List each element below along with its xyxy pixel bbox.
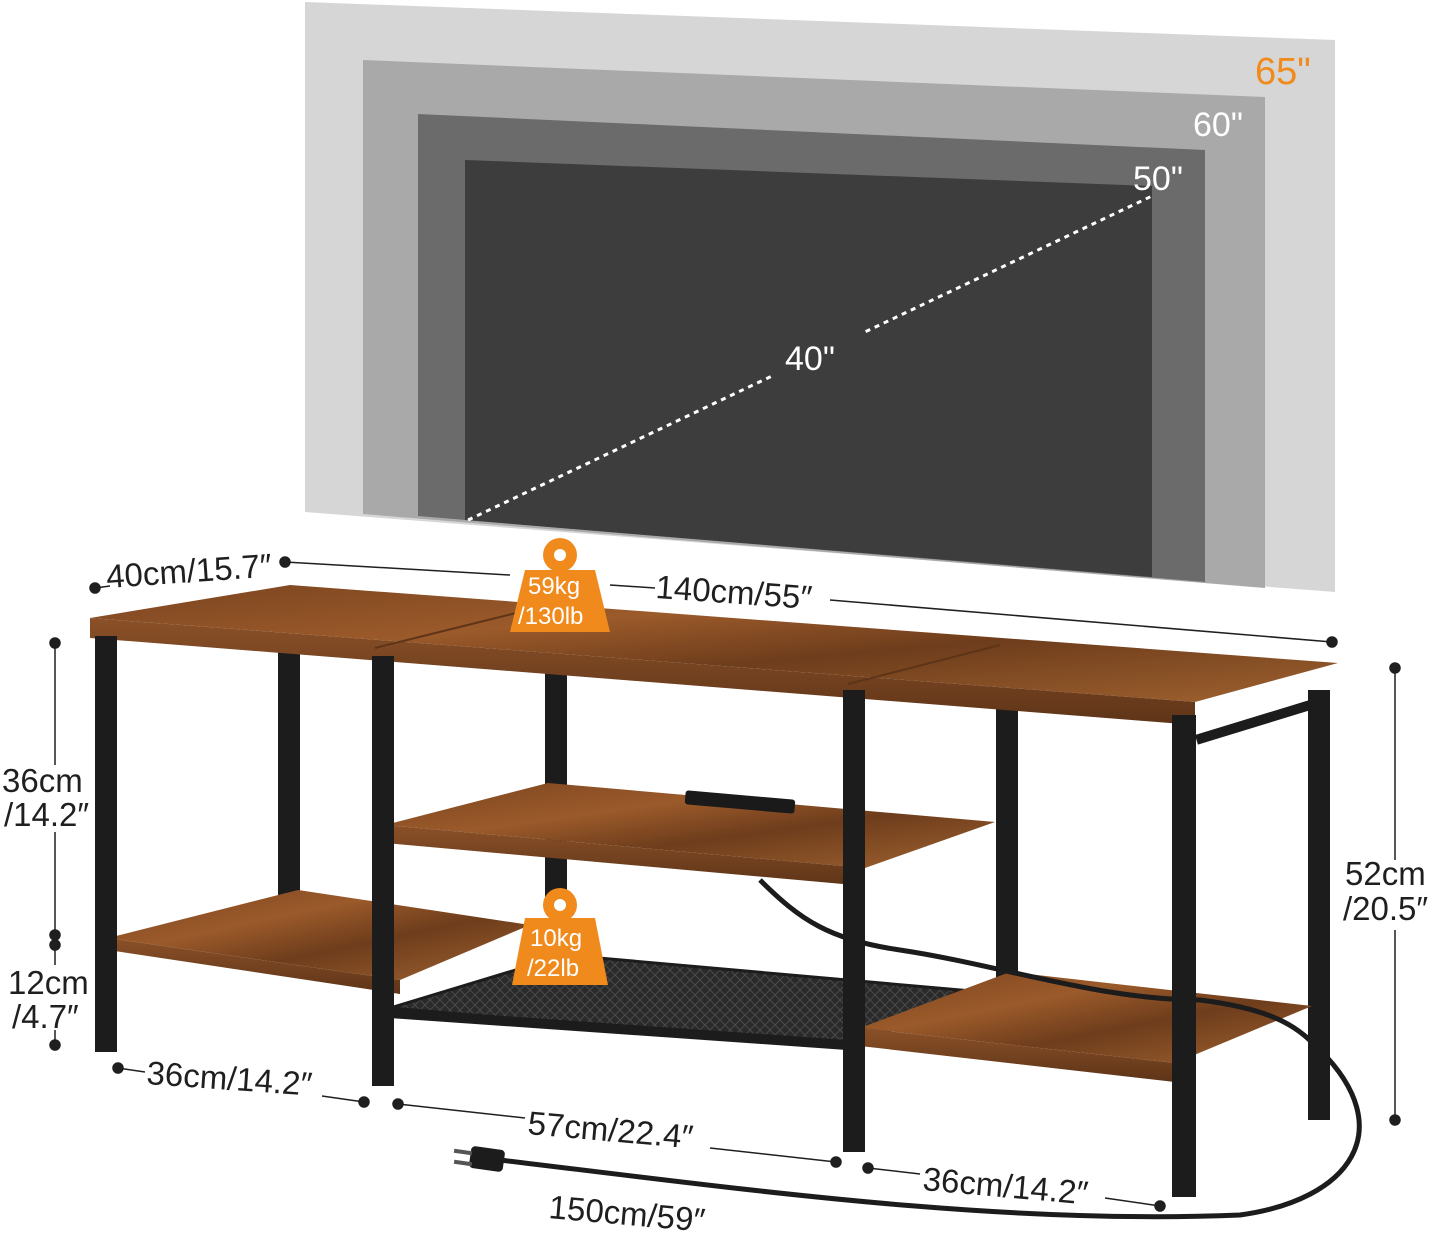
upper-height-in: /14.2″ [4,796,89,833]
lower-height-in: /4.7″ [12,998,79,1035]
top-weight-lb: /130lb [518,603,583,630]
total-height-in: /20.5″ [1343,890,1428,927]
power-strip [684,790,796,814]
power-cable [499,878,1362,1220]
back-leg [278,650,300,898]
front-leg [1172,715,1196,1197]
tv-size-50: 50" [1133,160,1183,198]
tv-stand [90,585,1362,1220]
tv-size-40: 40" [785,340,835,378]
weight-icon [510,538,610,632]
left-bottom-shelf-edge [108,938,400,994]
power-plug-icon [453,1146,505,1172]
top-panel-edge [90,618,1195,725]
left-width-label: 36cm/14.2″ [146,1054,314,1102]
top-panel [90,585,1338,702]
total-height-cm: 52cm [1345,855,1426,892]
tv-size-guide: 65" 60" 50" 40" [305,2,1335,592]
tv-size-65: 65" [1255,51,1311,93]
cross-bar [389,1007,844,1050]
left-bottom-shelf [108,890,530,980]
front-leg [95,636,117,1052]
back-leg [1308,690,1330,1120]
depth-label: 40cm/15.7″ [105,546,273,594]
shelf-weight-kg: 10kg [530,925,582,952]
top-panel-seam [847,644,1001,685]
tv-size-60: 60" [1193,106,1243,144]
middle-shelf [385,783,995,868]
middle-shelf-edge [385,825,865,886]
front-leg [843,690,865,1152]
right-width-label: 36cm/14.2″ [921,1160,1090,1211]
weight-badge-top: 59kg /130lb [510,538,610,632]
cord-length-label: 150cm/59″ [547,1188,707,1238]
top-panel-seam [374,611,521,649]
shelf-weight-lb: /22lb [527,955,579,982]
right-bottom-shelf [860,972,1312,1063]
cross-bar [1195,696,1323,745]
top-weight-kg: 59kg [528,573,580,600]
width-label: 140cm/55″ [655,568,814,616]
lower-height-cm: 12cm [8,964,89,1001]
tv-diagonal-line [467,194,1153,522]
front-leg [372,656,394,1086]
diagonal-label-bg [772,330,862,382]
weight-icon [512,888,608,985]
right-bottom-shelf-edge [860,1028,1175,1082]
middle-width-label: 57cm/22.4″ [526,1104,695,1155]
weight-badge-shelf: 10kg /22lb [512,888,608,985]
dimension-lines [49,556,1401,1212]
back-leg [996,705,1018,985]
upper-height-cm: 36cm [2,762,83,799]
